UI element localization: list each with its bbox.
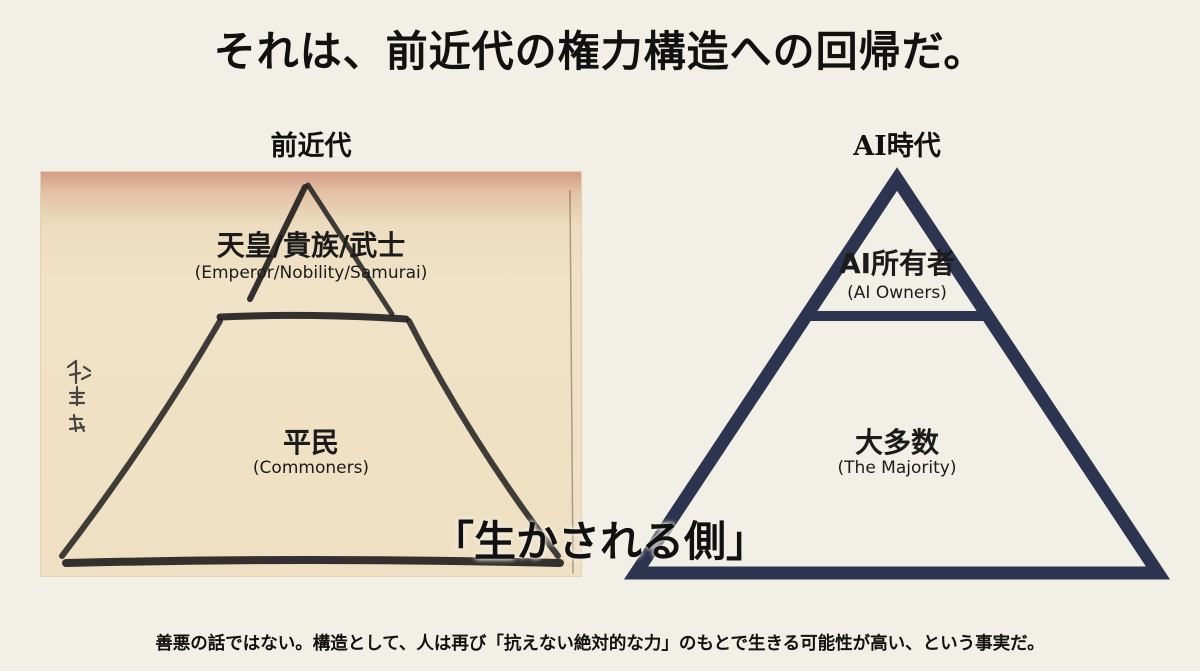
artist-signature <box>66 359 92 433</box>
right-panel-label: AI時代 <box>853 131 941 162</box>
subtitle-overlay: 「生かされる側」 <box>431 517 768 566</box>
ai-owners-sub: (AI Owners) <box>847 283 947 303</box>
premodern-top-label: 天皇/貴族/武士 <box>216 229 406 262</box>
premodern-print <box>40 171 582 577</box>
majority-sub: (The Majority) <box>837 458 957 478</box>
premodern-bottom-label: 平民 <box>282 426 339 459</box>
premodern-bottom-sub: (Commoners) <box>252 458 370 478</box>
slide-title: それは、前近代の権力構造への回帰だ。 <box>213 27 987 76</box>
ink-pyramid-drawing <box>59 182 574 574</box>
majority-label: 大多数 <box>854 426 939 459</box>
left-panel-label: 前近代 <box>270 131 352 162</box>
ai-owners-label: AI所有者 <box>838 247 956 280</box>
ai-era-pyramid <box>623 167 1171 580</box>
slide-caption: 善悪の話ではない。構造として、人は再び「抗えない絶対的な力」のもとで生きる可能性… <box>155 634 1045 654</box>
premodern-top-sub: (Emperor/Nobility/Samurai) <box>194 263 428 283</box>
